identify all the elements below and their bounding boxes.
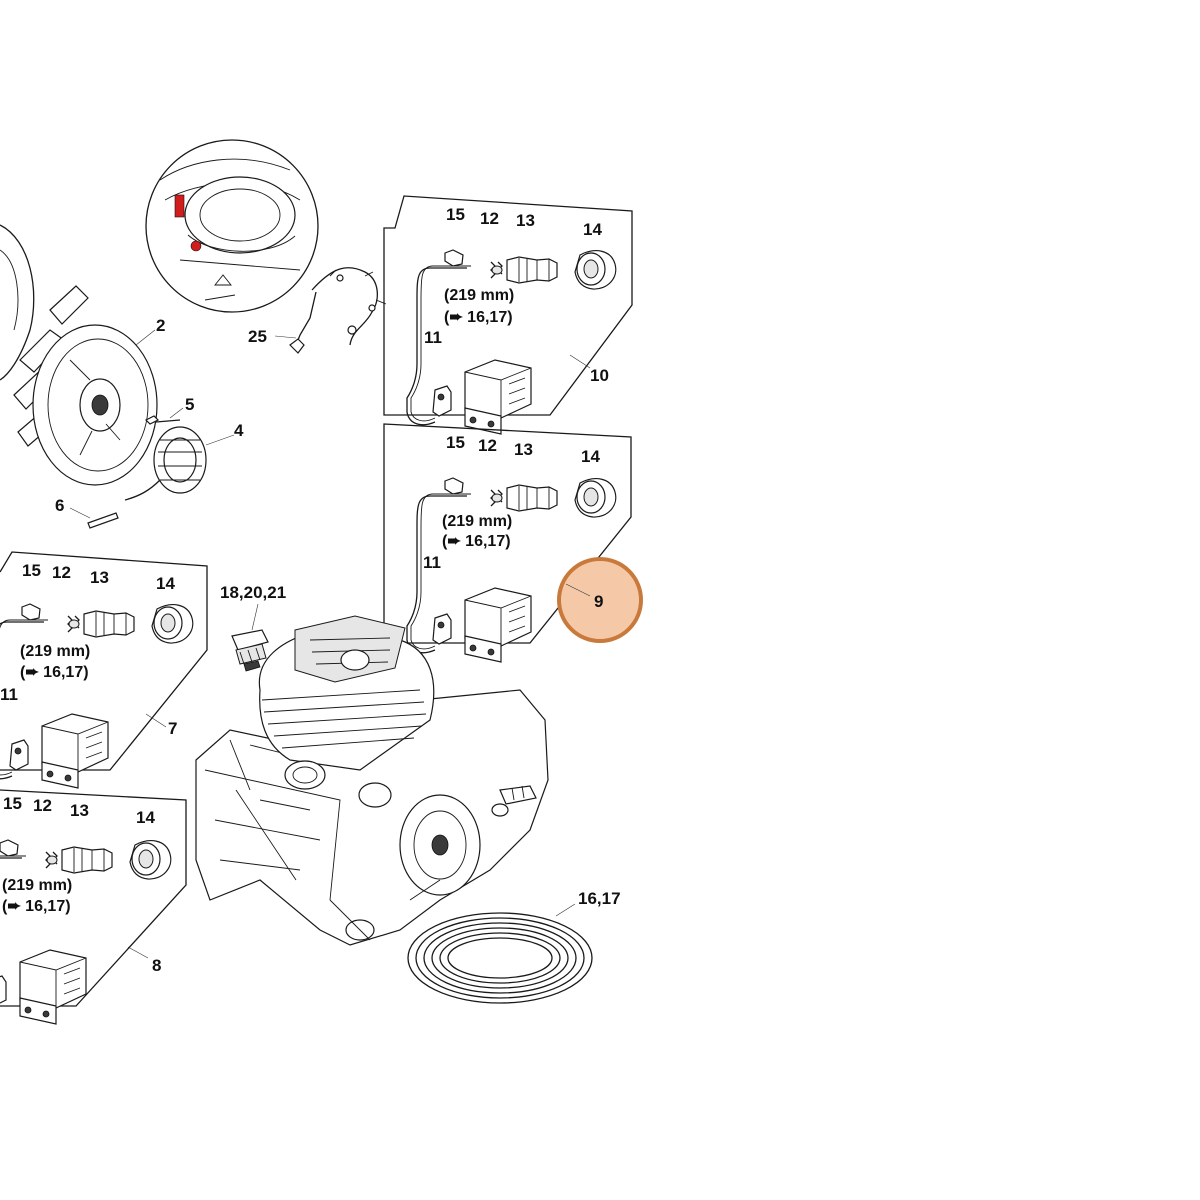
kit9-label-13: 13 [514,440,533,459]
kit9-label-15: 15 [446,433,465,452]
kit8-label-15: 15 [3,794,22,813]
label-5: 5 [185,395,194,414]
label-7: 7 [168,719,177,738]
kit9-label-12: 12 [478,436,497,455]
kit7-label-15: 15 [22,561,41,580]
screw-5 [144,415,181,425]
kit10-label-13: 13 [516,211,535,230]
kit8-label-13: 13 [70,801,89,820]
kit8-ref: (➨ 16,17) [2,898,71,915]
kit10-label-15: 15 [446,205,465,224]
kit-10: 15 12 13 14 11 (219 mm) (➨ 16,17) [383,195,633,435]
kit7-label-12: 12 [52,563,71,582]
kit8-label-14: 14 [136,808,155,827]
label-16-17: 16,17 [578,889,621,908]
detail-inset [145,139,319,313]
label-10: 10 [590,366,609,385]
kit9-label-14: 14 [581,447,600,466]
label-18-20-21: 18,20,21 [220,583,286,602]
kit9-label-11: 11 [423,553,441,572]
label-8: 8 [152,956,161,975]
kit10-label-11: 11 [424,328,442,347]
kit-8: 15 12 13 14 (219 mm) (➨ 16,17) [0,789,187,1025]
highlight-marker [557,557,643,643]
label-2: 2 [156,316,165,335]
key-6 [87,512,119,529]
kit-9: 15 12 13 14 11 (219 mm) (➨ 16,17) [383,423,632,663]
kit10-length: (219 mm) [444,287,514,304]
engine-crankcase [195,615,549,946]
kit8-label-12: 12 [33,796,52,815]
kit9-ref: (➨ 16,17) [442,533,511,550]
kit7-label-14: 14 [156,574,175,593]
kit10-ref: (➨ 16,17) [444,309,513,326]
flywheel [0,224,158,486]
kit7-ref: (➨ 16,17) [20,664,89,681]
kit7-label-13: 13 [90,568,109,587]
kit-7: 15 12 13 14 11 (219 mm) (➨ 16,17) [0,551,208,789]
label-4: 4 [234,421,244,440]
label-9: 9 [594,592,603,611]
generator-4 [124,426,207,501]
cable-coil [407,912,593,1004]
label-6: 6 [55,496,64,515]
kit10-label-14: 14 [583,220,602,239]
label-25: 25 [248,327,267,346]
kit7-length: (219 mm) [20,643,90,660]
spark-plug [231,629,269,672]
kit10-label-12: 12 [480,209,499,228]
kit8-length: (219 mm) [2,877,72,894]
kit9-length: (219 mm) [442,513,512,530]
kit7-label-11: 11 [0,685,18,704]
wiring-harness [289,267,387,354]
